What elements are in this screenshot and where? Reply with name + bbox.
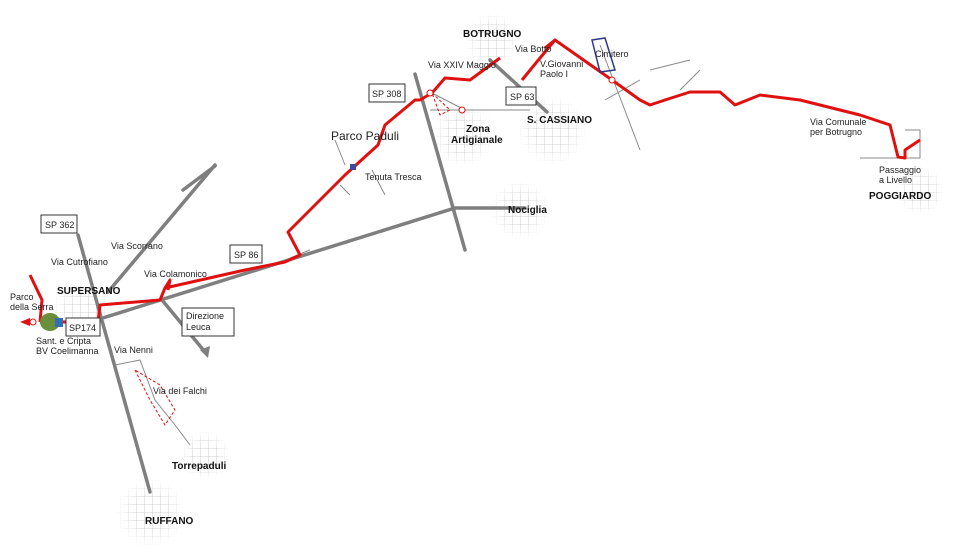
label-via-nenni: Via Nenni bbox=[114, 345, 153, 355]
church-icon bbox=[55, 318, 63, 327]
town-poggiardo: POGGIARDO bbox=[869, 191, 931, 202]
label-passaggio-1: Passaggio bbox=[879, 165, 921, 175]
label-santuario-1: Sant. e Cripta bbox=[36, 336, 91, 346]
label-via-scorrano: Via Scorrano bbox=[111, 241, 163, 251]
svg-text:SP 308: SP 308 bbox=[372, 89, 401, 99]
cimitero-outline bbox=[591, 37, 616, 73]
sign-sp308: SP 308 bbox=[368, 83, 406, 103]
svg-text:SP 86: SP 86 bbox=[234, 250, 258, 260]
svg-text:Direzione: Direzione bbox=[186, 311, 224, 321]
label-cimitero: Cimitero bbox=[595, 49, 629, 59]
label-giovanni-1: V.Giovanni bbox=[540, 59, 583, 69]
sign-sp174: SP174 bbox=[65, 317, 101, 337]
label-via-botto: Via Botto bbox=[515, 44, 551, 54]
tenuta-icon bbox=[350, 164, 356, 170]
label-giovanni-2: Paolo I bbox=[540, 69, 568, 79]
svg-text:SP 63: SP 63 bbox=[510, 92, 534, 102]
town-botrugno: BOTRUGNO bbox=[463, 29, 522, 40]
label-parco-serra-1: Parco bbox=[10, 292, 34, 302]
label-tenuta-tresca: Tenuta Tresca bbox=[365, 172, 422, 182]
label-via-xxiv-maggio: Via XXIV Maggio bbox=[428, 60, 496, 70]
zona-artigianale-1: Zona bbox=[466, 124, 490, 135]
svg-text:SP174: SP174 bbox=[69, 323, 96, 333]
label-parco-paduli: Parco Paduli bbox=[331, 129, 399, 143]
label-parco-serra-2: della Serra bbox=[10, 302, 54, 312]
label-passaggio-2: a Livello bbox=[879, 175, 912, 185]
town-nociglia: Nociglia bbox=[508, 205, 547, 216]
label-via-colamonico: Via Colamonico bbox=[144, 269, 207, 279]
svg-text:SP 362: SP 362 bbox=[45, 220, 74, 230]
sign-sp86: SP 86 bbox=[229, 244, 263, 264]
label-via-comunale-1: Via Comunale bbox=[810, 117, 866, 127]
waypoint-icon bbox=[29, 318, 37, 326]
label-via-falchi: Via dei Falchi bbox=[153, 386, 207, 396]
arrow-icon bbox=[20, 318, 30, 326]
route bbox=[20, 37, 921, 426]
label-via-comunale-2: per Botrugno bbox=[810, 127, 862, 137]
town-s-cassiano: S. CASSIANO bbox=[527, 115, 592, 126]
svg-text:Leuca: Leuca bbox=[186, 322, 211, 332]
sign-sp63: SP 63 bbox=[505, 86, 537, 106]
label-via-cutrofiano: Via Cutrofiano bbox=[51, 257, 108, 267]
zona-artigianale-2: Artigianale bbox=[451, 135, 503, 146]
town-supersano: SUPERSANO bbox=[57, 286, 121, 297]
town-ruffano: RUFFANO bbox=[145, 516, 194, 527]
label-santuario-2: BV Coelimanna bbox=[36, 346, 99, 356]
roads bbox=[76, 58, 549, 494]
town-torrepaduli: Torrepaduli bbox=[172, 461, 226, 472]
sign-sp362: SP 362 bbox=[40, 214, 78, 234]
